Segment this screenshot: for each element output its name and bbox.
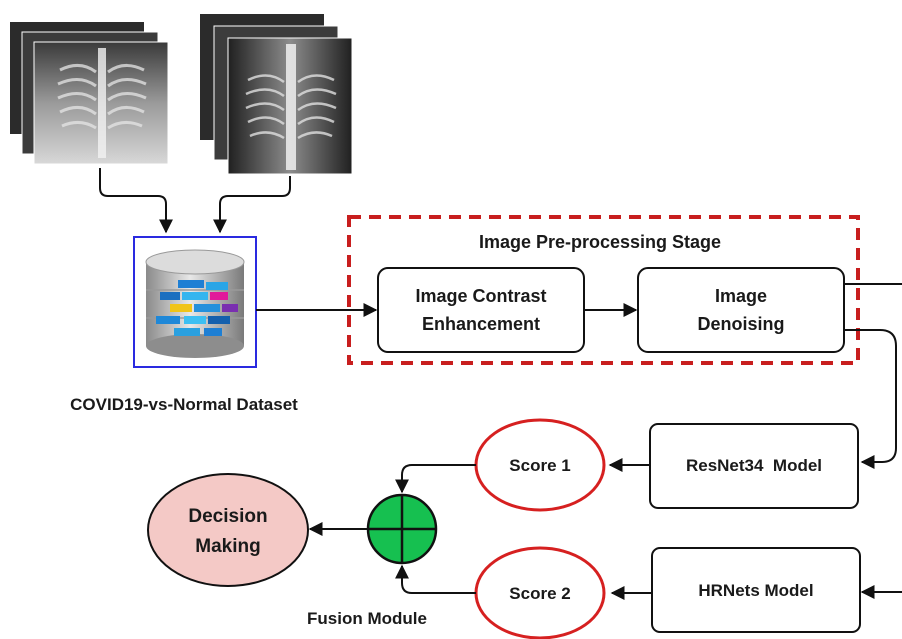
decision-label-line1: Decision	[188, 506, 267, 527]
fusion-plus-icon	[366, 493, 438, 565]
hrnet-label: HRNets Model	[698, 581, 813, 600]
decision-label-line2: Making	[195, 536, 260, 557]
arrow-score2-to-fusion	[395, 564, 476, 594]
denoise-label-line1: Image	[715, 286, 767, 306]
arrow-xray2-to-dataset	[213, 176, 291, 234]
denoise-label-line2: Denoising	[697, 314, 784, 334]
arrow-denoise-to-resnet	[844, 329, 897, 469]
resnet-label: ResNet34 Model	[686, 456, 822, 475]
hrnet-model-box	[651, 547, 861, 633]
contrast-label-line2: Enhancement	[422, 314, 540, 334]
arrow-xray1-to-dataset	[99, 168, 173, 234]
fusion-label: Fusion Module	[307, 609, 427, 628]
xray-stack-child	[200, 14, 353, 175]
arrow-score1-to-fusion	[395, 464, 476, 494]
denoising-box	[637, 267, 845, 353]
score2-label: Score 2	[509, 584, 570, 603]
database-icon	[133, 236, 257, 368]
decision-node	[147, 473, 309, 587]
contrast-enhancement-box	[377, 267, 585, 353]
contrast-label-line1: Image Contrast	[415, 286, 546, 306]
score1-label: Score 1	[509, 456, 570, 475]
stage-title: Image Pre-processing Stage	[479, 232, 721, 252]
dataset-label: COVID19-vs-Normal Dataset	[70, 395, 298, 414]
preprocessing-stage-frame	[347, 215, 860, 365]
xray-stack-adult	[10, 22, 169, 165]
